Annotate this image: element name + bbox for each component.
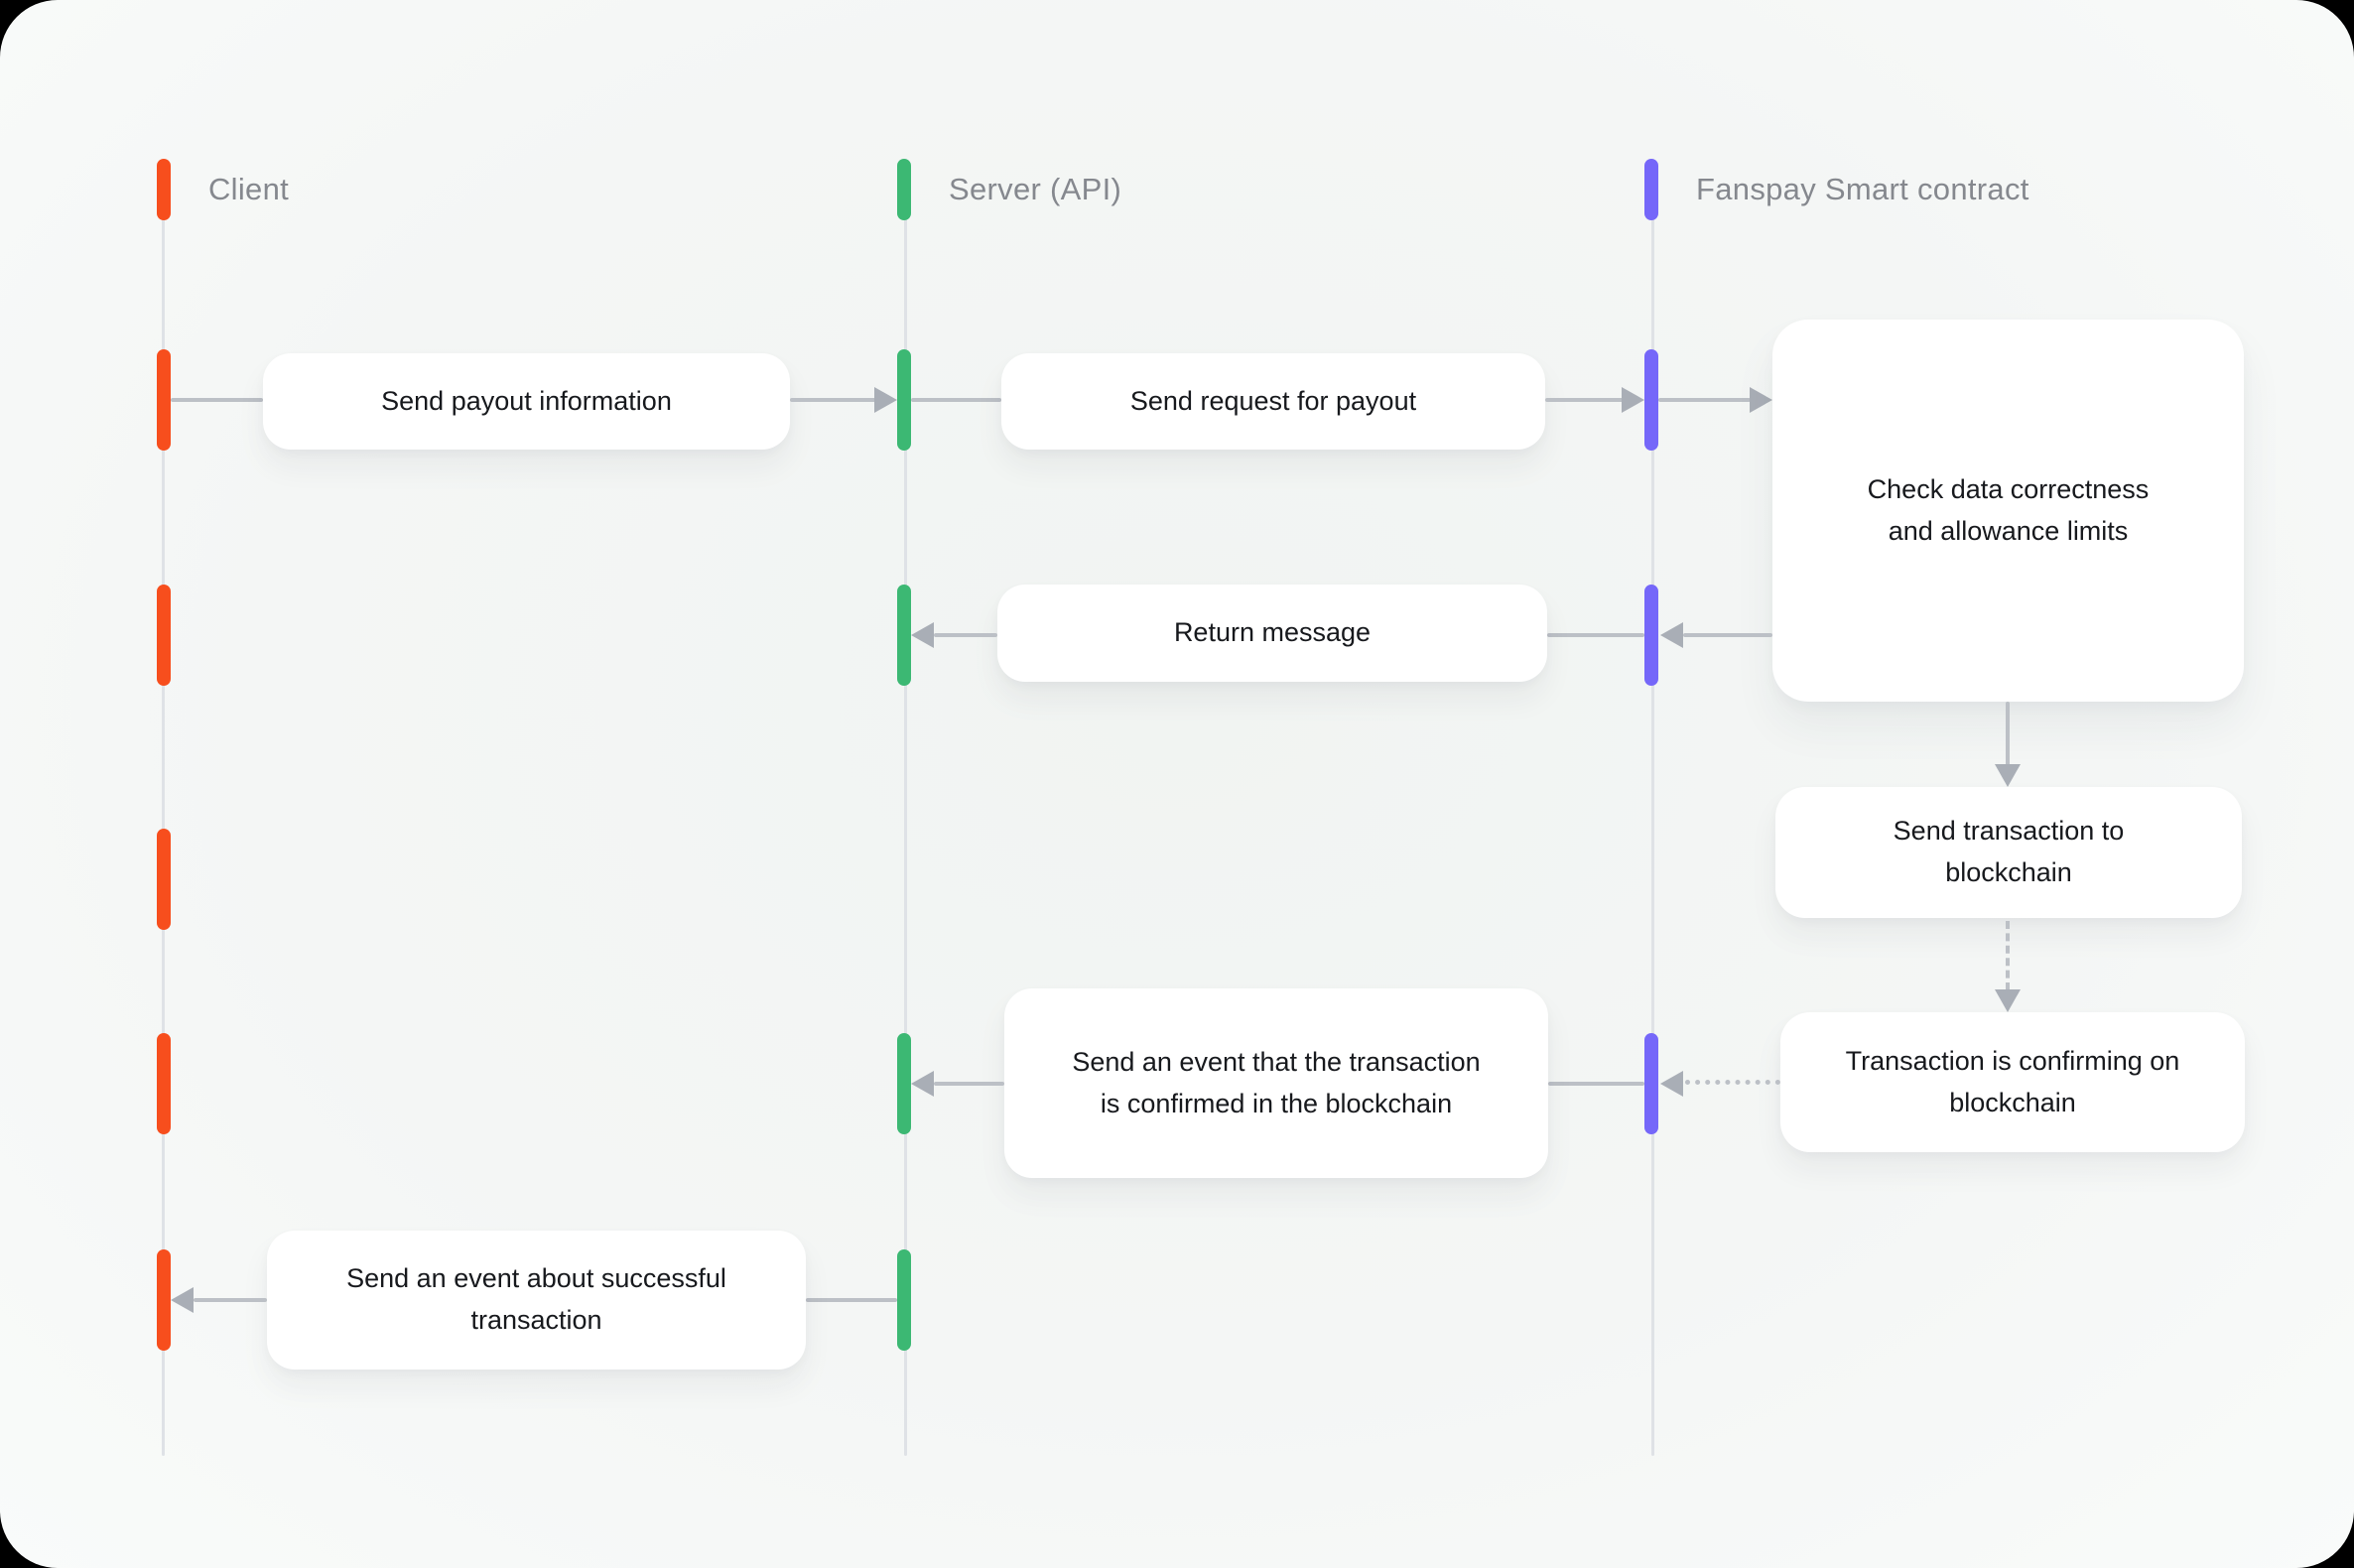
activation-bar-server-1	[897, 349, 911, 451]
actor-label-contract: Fanspay Smart contract	[1696, 172, 2029, 206]
step-text: Transaction is confirming on blockchain	[1845, 1045, 2180, 1117]
message-text: Send request for payout	[1129, 385, 1417, 416]
arrowhead-left-icon	[911, 1071, 934, 1097]
activation-bar-contract-1	[1644, 349, 1658, 451]
message-text: Return message	[1173, 617, 1372, 648]
message-pill-event-confirmed: Send an event that the transaction is co…	[1004, 988, 1548, 1178]
actor-label-server: Server (API)	[949, 172, 1122, 206]
activation-bar-client-1	[157, 349, 171, 451]
actor-label-client: Client	[208, 172, 290, 206]
arrow-line-success-right	[806, 1298, 897, 1302]
arrowhead-left-icon	[1660, 622, 1683, 648]
arrowhead-left-icon	[171, 1287, 194, 1313]
arrow-line-confirmed-left	[934, 1082, 1004, 1086]
arrow-line-return-right	[1683, 633, 1772, 637]
arrow-line-request-payout-right	[1545, 398, 1625, 402]
step-box-send-transaction: Send transaction to blockchain	[1775, 787, 2242, 918]
lifeline-server	[904, 159, 907, 1456]
actor-marker-server	[897, 159, 911, 220]
message-pill-return-message: Return message	[997, 585, 1547, 682]
message-pill-send-request-for-payout: Send request for payout	[1001, 353, 1545, 450]
activation-bar-client-3	[157, 829, 171, 930]
message-text: Send an event about successful transacti…	[346, 1263, 726, 1335]
lifeline-contract	[1651, 159, 1654, 1456]
message-pill-event-success: Send an event about successful transacti…	[267, 1231, 806, 1370]
arrowhead-right-icon	[874, 387, 897, 413]
step-text: Check data correctness and allowance lim…	[1867, 473, 2150, 546]
arrow-line-confirming-dotted	[1685, 1080, 1780, 1085]
arrow-line-return-left	[934, 633, 997, 637]
step-text: Send transaction to blockchain	[1893, 816, 2125, 887]
message-text: Send an event that the transaction is co…	[1072, 1046, 1481, 1118]
arrowhead-down-icon	[1995, 989, 2021, 1012]
arrowhead-down-icon	[1995, 764, 2021, 787]
arrow-line-request-payout-left	[911, 398, 1001, 402]
lifeline-client	[162, 159, 165, 1456]
arrowhead-left-icon	[1660, 1071, 1683, 1097]
activation-bar-client-5	[157, 1249, 171, 1351]
activation-bar-contract-3	[1644, 1033, 1658, 1134]
arrow-line-check-to-sendtx	[2006, 702, 2010, 767]
message-pill-send-payout-information: Send payout information	[263, 353, 790, 450]
arrow-line-confirmed-mid	[1548, 1082, 1644, 1086]
arrow-line-success-left	[194, 1298, 267, 1302]
arrowhead-right-icon	[1750, 387, 1772, 413]
activation-bar-server-2	[897, 585, 911, 686]
activation-bar-client-2	[157, 585, 171, 686]
arrow-line-return-mid	[1547, 633, 1644, 637]
activation-bar-server-3	[897, 1033, 911, 1134]
arrow-line-sendtx-to-confirming	[2006, 921, 2010, 990]
arrowhead-right-icon	[1622, 387, 1644, 413]
actor-marker-client	[157, 159, 171, 220]
actor-marker-contract	[1644, 159, 1658, 220]
message-text: Send payout information	[381, 385, 672, 416]
activation-bar-client-4	[157, 1033, 171, 1134]
activation-bar-contract-2	[1644, 585, 1658, 686]
arrow-line-payout-info-right	[790, 398, 877, 402]
activation-bar-server-4	[897, 1249, 911, 1351]
arrow-line-contract-to-checkbox	[1658, 398, 1751, 402]
arrow-line-payout-info-left	[171, 398, 263, 402]
step-box-transaction-confirming: Transaction is confirming on blockchain	[1780, 1012, 2245, 1152]
arrowhead-left-icon	[911, 622, 934, 648]
step-box-check-data-correctness: Check data correctness and allowance lim…	[1772, 320, 2244, 702]
